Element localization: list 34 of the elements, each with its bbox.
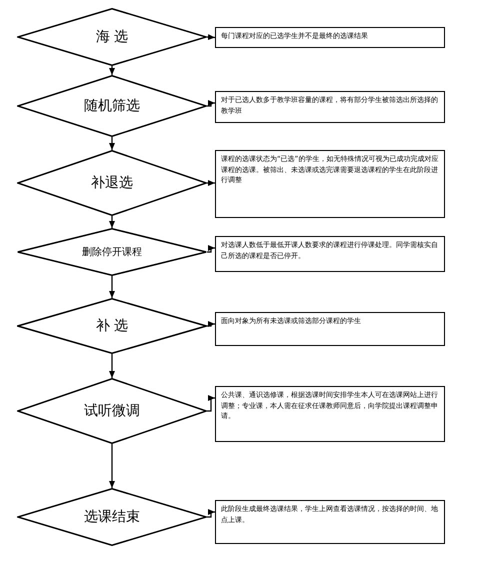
step-label: 选课结束 (84, 508, 140, 526)
arrow (207, 395, 215, 412)
decision-diamond (17, 8, 207, 66)
arrow (109, 354, 115, 378)
arrow (207, 509, 215, 518)
arrow (207, 321, 215, 327)
note-box (215, 91, 445, 123)
decision-diamond (17, 488, 207, 546)
arrow (109, 66, 115, 75)
note-box (215, 150, 445, 218)
decision-diamond (17, 75, 207, 137)
decision-diamond (17, 228, 207, 276)
arrow (109, 276, 115, 298)
step-label: 随机筛选 (84, 97, 140, 115)
arrow (206, 34, 216, 40)
note-box (215, 500, 445, 544)
arrow (207, 100, 215, 107)
note-box (215, 27, 445, 48)
step-label: 试听微调 (84, 402, 140, 420)
arrow (207, 245, 215, 253)
note-box (215, 236, 445, 272)
note-box (215, 312, 445, 346)
step-label: 补 选 (96, 317, 128, 335)
decision-diamond (17, 298, 207, 354)
step-label: 删除停开课程 (82, 246, 142, 259)
decision-diamond (17, 378, 207, 444)
step-label: 补退选 (91, 174, 133, 192)
note-box (215, 386, 445, 442)
arrow (207, 180, 215, 186)
arrow (109, 137, 115, 150)
arrow (109, 216, 115, 228)
step-label: 海 选 (96, 28, 128, 46)
decision-diamond (17, 150, 207, 216)
arrow (109, 444, 115, 488)
